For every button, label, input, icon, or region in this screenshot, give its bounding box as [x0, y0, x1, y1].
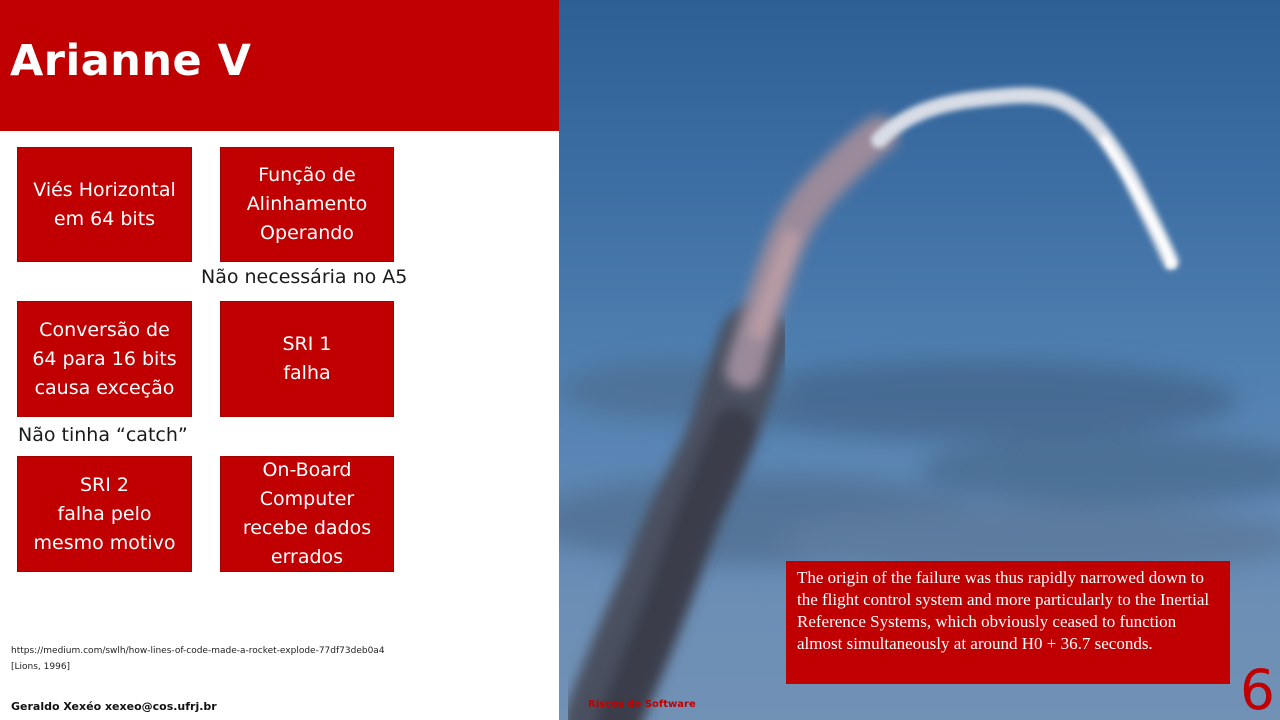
reference-url[interactable]: https://medium.com/swlh/how-lines-of-cod…	[11, 646, 385, 656]
rocket-launch-photo	[559, 0, 1280, 720]
lions-report-quote: The origin of the failure was thus rapid…	[786, 561, 1230, 684]
box-sri2: SRI 2 falha pelo mesmo motivo	[17, 456, 192, 572]
author-footer: Geraldo Xexéo xexeo@cos.ufrj.br	[11, 700, 217, 713]
box-conversao: Conversão de 64 para 16 bits causa exceç…	[17, 301, 192, 417]
box-vies-horizontal: Viés Horizontal em 64 bits	[17, 147, 192, 262]
box-on-board-computer: On-Board Computer recebe dados errados	[220, 456, 394, 572]
note-nao-necessaria: Não necessária no A5	[201, 266, 408, 288]
footer-course-name: Riscos do Software	[588, 699, 696, 710]
rocket-trail-illustration	[559, 87, 1280, 720]
slide-number: 6	[1240, 658, 1275, 720]
title-bar: Arianne V	[0, 0, 559, 131]
box-sri1: SRI 1 falha	[220, 301, 394, 417]
box-funcao-alinhamento: Função de Alinhamento Operando	[220, 147, 394, 262]
slide-title: Arianne V	[10, 36, 252, 86]
note-nao-tinha-catch: Não tinha “catch”	[18, 424, 188, 446]
reference-citation: [Lions, 1996]	[11, 662, 71, 672]
